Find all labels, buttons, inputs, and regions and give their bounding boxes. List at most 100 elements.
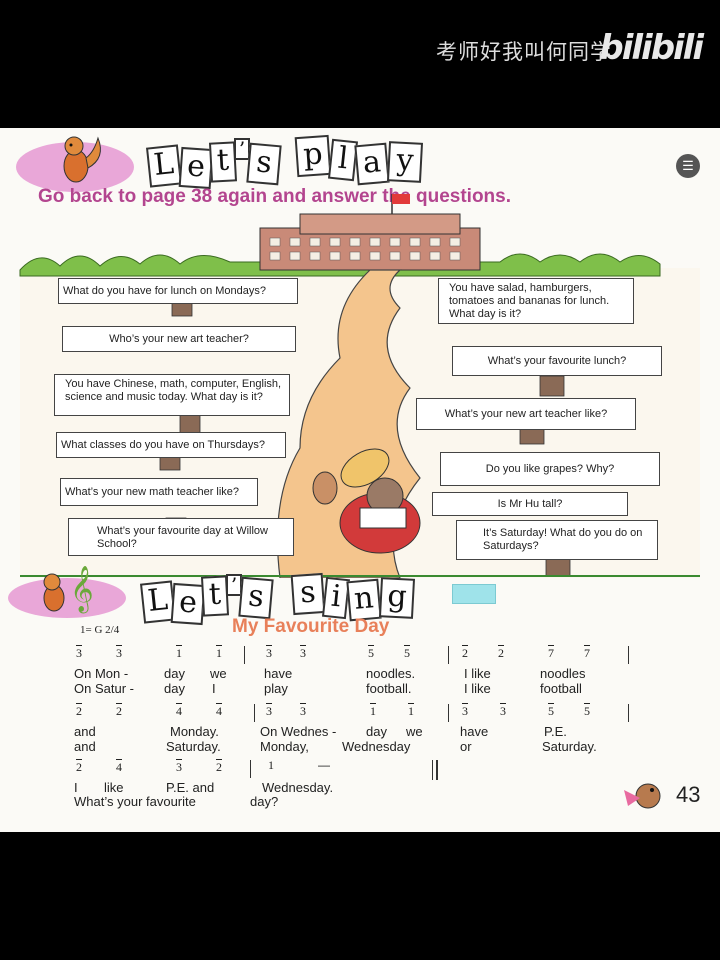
cyan-label-box: [452, 584, 496, 604]
bar-line: [448, 704, 449, 722]
lyric: day: [164, 681, 185, 696]
question-box: What’s your favourite day at Willow Scho…: [68, 518, 294, 556]
note: 2: [76, 760, 82, 774]
song-title: My Favourite Day: [232, 616, 390, 637]
note: 4: [216, 704, 222, 718]
lyric: day: [164, 666, 185, 681]
lyric: football: [540, 681, 582, 696]
bar-line: [250, 760, 251, 778]
bar-line: [448, 646, 449, 664]
squirrel-mascot-icon: [63, 136, 101, 183]
note: 2: [76, 704, 82, 718]
title-letter: n: [346, 578, 382, 622]
lyric: have: [264, 666, 293, 681]
lyric: like: [104, 780, 124, 795]
lyric: Saturday.: [166, 739, 221, 754]
title-letter: s: [238, 576, 274, 620]
page-number: 43: [676, 782, 701, 807]
note: 1: [268, 758, 274, 772]
lyric: day?: [250, 794, 279, 809]
note: 3: [462, 704, 468, 718]
note: 2: [216, 760, 222, 774]
question-box: You have salad, hamburgers, tomatoes and…: [438, 278, 634, 324]
lyric: noodles.: [366, 666, 416, 681]
note: 5: [368, 646, 374, 660]
textbook-page: L e t ’ s p l a y Go back to page 38 aga…: [0, 128, 720, 832]
question-box: What’s your favourite lunch?: [452, 346, 662, 376]
note: 4: [176, 704, 182, 718]
lyric: Monday.: [170, 724, 219, 739]
time-signature: 2/4: [105, 624, 120, 636]
bar-line: [628, 646, 629, 664]
lyric: On Mon -: [74, 666, 129, 681]
title-letter: e: [170, 582, 206, 626]
squirrel-music-mascot-icon: 𝄞: [43, 566, 94, 614]
bar-line: [244, 646, 245, 664]
note: 2: [116, 704, 122, 718]
key-text: 1= G: [80, 624, 103, 636]
note: 1: [370, 704, 376, 718]
question-box: What classes do you have on Thursdays?: [56, 432, 286, 458]
note: 5: [584, 704, 590, 718]
question-box: Is Mr Hu tall?: [432, 492, 628, 516]
title-letter: g: [378, 577, 416, 619]
question-box: It’s Saturday! What do you do on Saturda…: [456, 520, 658, 560]
note: 5: [548, 704, 554, 718]
svg-text:𝄞: 𝄞: [70, 566, 94, 614]
lyric: Monday,: [260, 739, 309, 754]
lyric: Saturday.: [542, 739, 597, 754]
lyric: football.: [366, 681, 412, 696]
question-box: What do you have for lunch on Mondays?: [58, 278, 298, 304]
bilibili-logo: bilibili: [599, 28, 704, 68]
lyric: Wednesday.: [262, 780, 334, 795]
bottom-black-bar: [0, 832, 720, 960]
lyric: noodles: [540, 666, 586, 681]
note: 7: [548, 646, 554, 660]
top-black-bar: 考师好我叫何同学 bilibili: [0, 0, 720, 128]
note: 3: [266, 704, 272, 718]
note: 4: [116, 760, 122, 774]
note-dash: —: [318, 758, 330, 772]
lyric: On Satur -: [74, 681, 134, 696]
question-box: What’s your new art teacher like?: [416, 398, 636, 430]
title-letter: s: [290, 572, 326, 616]
lyric: P.E. and: [166, 780, 215, 795]
lyric: play: [264, 681, 288, 696]
question-box: What’s your new math teacher like?: [60, 478, 258, 506]
lyric: we: [406, 724, 423, 739]
lyric: I like: [464, 681, 491, 696]
note: 3: [266, 646, 272, 660]
title-letter: ’: [234, 138, 250, 160]
note: 3: [500, 704, 506, 718]
lyric: I: [74, 780, 78, 795]
lyric: I like: [464, 666, 491, 681]
note: 3: [300, 646, 306, 660]
note: 3: [76, 646, 82, 660]
note: 3: [176, 760, 182, 774]
lyric: we: [210, 666, 227, 681]
lyric: have: [460, 724, 489, 739]
bar-line: [628, 704, 629, 722]
note: 5: [404, 646, 410, 660]
note: 1: [408, 704, 414, 718]
pink-blob-decoration: [8, 578, 126, 618]
lyric: P.E.: [544, 724, 567, 739]
list-icon[interactable]: ☰: [676, 154, 700, 178]
bear-mascot-icon: [624, 783, 661, 809]
channel-watermark: 考师好我叫何同学: [436, 40, 612, 64]
double-bar-line: [436, 760, 438, 780]
note: 1: [176, 646, 182, 660]
note: 1: [216, 646, 222, 660]
bar-line: [254, 704, 255, 722]
note: 7: [584, 646, 590, 660]
lyric: day: [366, 724, 387, 739]
lyric: and: [74, 739, 96, 754]
lyric: Wednesday: [342, 739, 411, 754]
lyric: On Wednes -: [260, 724, 337, 739]
note: 3: [300, 704, 306, 718]
lyric: or: [460, 739, 472, 754]
question-box: Who’s your new art teacher?: [62, 326, 296, 352]
note: 2: [462, 646, 468, 660]
lyric: I: [212, 681, 216, 696]
question-box: Do you like grapes? Why?: [440, 452, 660, 486]
